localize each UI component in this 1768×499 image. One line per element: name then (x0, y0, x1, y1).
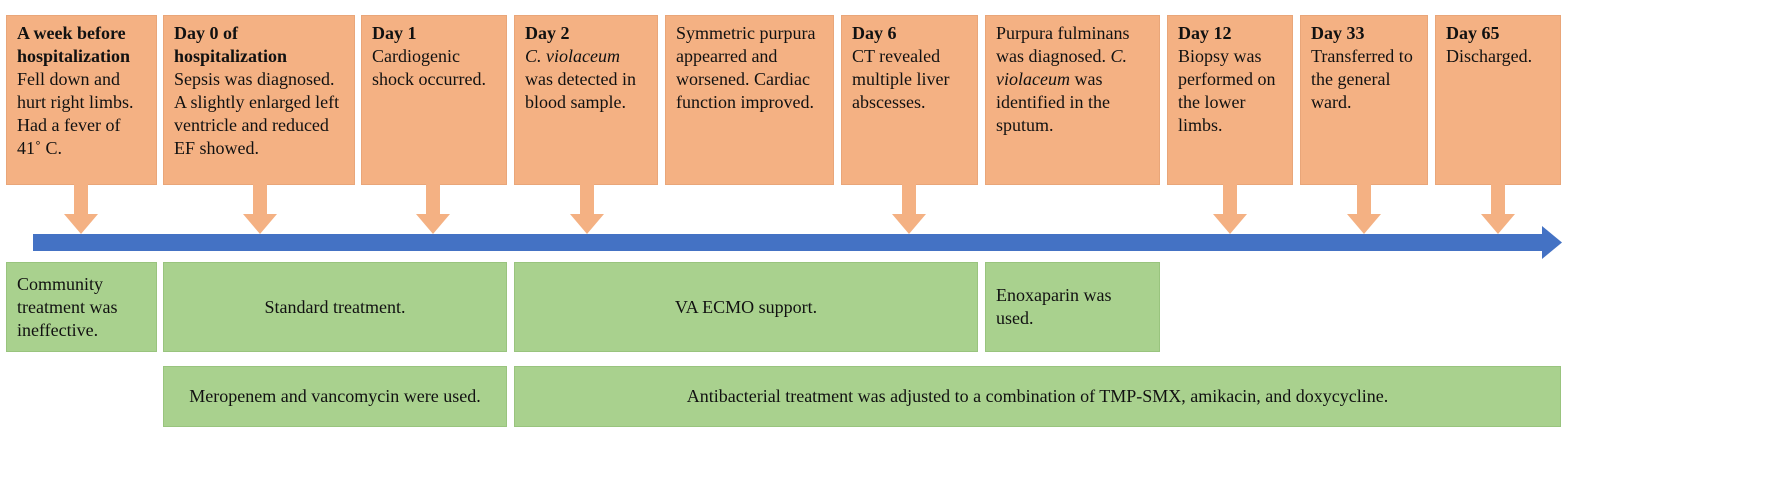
down-arrow-icon (243, 184, 277, 234)
event-week-before: A week before hospitalization Fell down … (6, 15, 157, 185)
event-text: Sepsis was diagnosed. A slightly enlarge… (174, 69, 340, 158)
down-arrow-icon (570, 184, 604, 234)
event-day-33: Day 33 Transferred to the general ward. (1300, 15, 1428, 185)
event-heading: Day 0 of hospitalization (174, 23, 288, 66)
event-text: CT revealed multiple liver abscesses. (852, 46, 950, 112)
down-arrow-icon (1347, 184, 1381, 234)
event-purpura: Symmetric purpura appearred and worsened… (665, 15, 834, 185)
event-heading: Day 6 (852, 23, 897, 43)
treatment-enoxaparin: Enoxaparin was used. (985, 262, 1160, 352)
event-text: Cardiogenic shock occurred. (372, 46, 486, 89)
event-organism: C. violaceum (525, 46, 620, 66)
event-heading: Day 2 (525, 23, 570, 43)
down-arrow-icon (1213, 184, 1247, 234)
event-text: was detected in blood sample. (525, 69, 636, 112)
event-heading: Day 12 (1178, 23, 1232, 43)
event-heading: A week before hospitalization (17, 23, 131, 66)
treatment-text: Enoxaparin was used. (996, 285, 1112, 328)
event-text: Symmetric purpura appearred and worsened… (676, 23, 816, 112)
event-purpura-fulminans: Purpura fulminans was diagnosed. C. viol… (985, 15, 1160, 185)
treatment-text: Standard treatment. (264, 296, 406, 317)
treatment-text: Antibacterial treatment was adjusted to … (686, 386, 1389, 406)
event-day-6: Day 6 CT revealed multiple liver abscess… (841, 15, 978, 185)
event-heading: Day 1 (372, 23, 417, 43)
down-arrow-icon (416, 184, 450, 234)
event-day-2: Day 2 C. violaceum was detected in blood… (514, 15, 658, 185)
treatment-text: Community treatment was ineffective. (17, 273, 118, 340)
event-day-12: Day 12 Biopsy was performed on the lower… (1167, 15, 1293, 185)
event-heading: Day 65 (1446, 23, 1500, 43)
treatment-community: Community treatment was ineffective. (6, 262, 157, 352)
event-heading: Day 33 (1311, 23, 1365, 43)
treatment-text: Meropenem and vancomycin were used. (189, 386, 481, 406)
treatment-standard: Standard treatment. (163, 262, 507, 352)
event-organism: C. violaceum (996, 46, 1127, 89)
event-text: Had a fever of 41˚ C. (17, 115, 121, 158)
treatment-antibacterial-adjusted: Antibacterial treatment was adjusted to … (514, 366, 1561, 427)
event-text: Purpura fulminans was diagnosed. (996, 23, 1130, 66)
down-arrow-icon (1481, 184, 1515, 234)
treatment-text: VA ECMO support. (674, 296, 818, 317)
event-text: Transferred to the general ward. (1311, 46, 1413, 112)
event-day-1: Day 1 Cardiogenic shock occurred. (361, 15, 507, 185)
event-day-0: Day 0 of hospitalization Sepsis was diag… (163, 15, 355, 185)
event-day-65: Day 65 Discharged. (1435, 15, 1561, 185)
down-arrow-icon (64, 184, 98, 234)
treatment-meropenem: Meropenem and vancomycin were used. (163, 366, 507, 427)
event-text: Biopsy was performed on the lower limbs. (1178, 46, 1276, 135)
event-text: Fell down and hurt right limbs. (17, 69, 134, 112)
event-text: Discharged. (1446, 46, 1533, 66)
event-text: was identified in the sputum. (996, 69, 1110, 135)
treatment-va-ecmo: VA ECMO support. (514, 262, 978, 352)
down-arrow-icon (892, 184, 926, 234)
